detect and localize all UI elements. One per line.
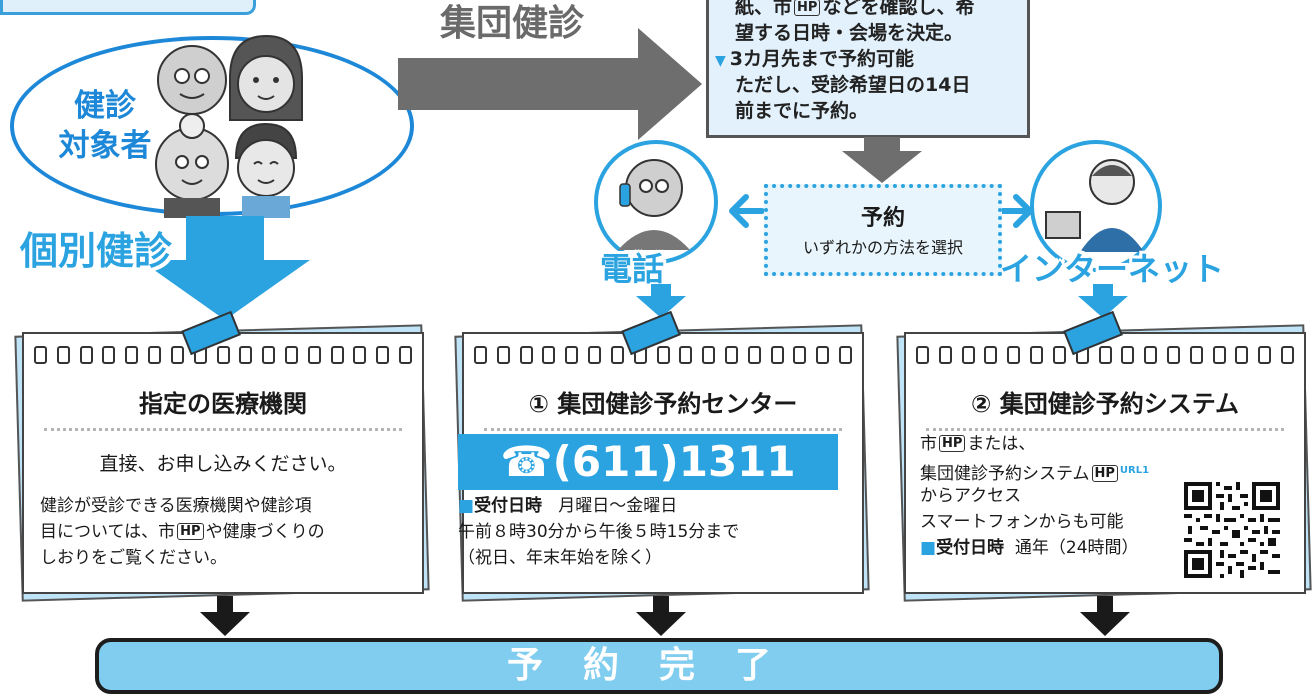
individual-exam-title: 個別健診 [20, 229, 173, 273]
info-line3: ▼3カ月先まで予約可能 [715, 48, 915, 70]
card1-title: 指定の医療機関 [139, 390, 307, 418]
down-arrow-icon [842, 137, 922, 183]
person-icon [234, 122, 298, 218]
card3-title: ② 集団健診予約システム [971, 390, 1239, 418]
phone-operator-icon [618, 159, 690, 250]
down-arrow-icon [1080, 596, 1130, 636]
internet-user-icon [1045, 159, 1144, 252]
right-arrow-icon [997, 194, 1033, 228]
card3-hours: ■受付日時 通年（24時間） [920, 538, 1139, 558]
url-tag[interactable]: URL1 [1119, 465, 1150, 476]
internet-title: インターネット [1000, 250, 1225, 288]
info-line4: ただし、受診希望日の14日 [735, 74, 971, 96]
triangle-marker-icon: ▼ [715, 53, 726, 69]
person-icon [157, 45, 227, 115]
card2-hours-time: 午前８時30分から午後５時15分まで [458, 522, 740, 542]
bullet-icon: ■ [458, 496, 475, 516]
group-exam-title: 集団健診 [440, 3, 585, 44]
bullet-icon: ■ [920, 538, 937, 558]
header-tab [0, 0, 256, 15]
individual-arrow [140, 216, 310, 320]
divider [926, 428, 1284, 431]
down-arrow-icon [636, 596, 686, 636]
hp-icon: HP [177, 523, 204, 540]
card2-hours: ■受付日時 月曜日～金曜日 [458, 496, 678, 516]
hp-icon[interactable]: HP [1091, 465, 1118, 482]
left-arrow-icon [729, 194, 765, 228]
card1-lead: 直接、お申し込みください。 [99, 453, 347, 475]
card1-line1: 健診が受診できる医療機関や健診項 [40, 496, 312, 516]
card3-line3: からアクセス [920, 486, 1022, 506]
info-line5: 前までに予約。 [735, 100, 869, 122]
card2-title: ① 集団健診予約センター [528, 390, 798, 418]
phone-title: 電話 [600, 250, 665, 288]
hp-icon: HP [794, 0, 821, 16]
card2-hours-note: （祝日、年末年始を除く） [458, 548, 662, 568]
ring-binder [906, 346, 1304, 364]
reserve-title: 予約 [860, 206, 905, 231]
phone-number[interactable]: ☎(611)1311 [458, 434, 838, 490]
ring-binder [24, 346, 422, 364]
reservation-complete-banner: 予約完了 [95, 638, 1223, 694]
group-exam-arrow [398, 28, 702, 140]
info-line2: 望する日時・会場を決定。 [735, 22, 964, 44]
down-arrow-icon [636, 284, 686, 318]
ring-binder [464, 346, 862, 364]
target-label-line1: 健診 [74, 88, 136, 124]
card-medical-institution: 指定の医療機関 直接、お申し込みください。 健診が受診できる医療機関や健診項 目… [22, 310, 424, 594]
person-icon [155, 113, 229, 218]
people-illustration [155, 34, 303, 218]
divider [484, 428, 842, 431]
card3-line4: スマートフォンからも可能 [920, 512, 1124, 532]
hp-icon[interactable]: HP [939, 435, 966, 452]
target-label-line2: 対象者 [58, 128, 152, 164]
down-arrow-icon [1078, 284, 1128, 318]
person-icon [229, 34, 303, 121]
reserve-box: 予約 いずれかの方法を選択 [764, 184, 1002, 276]
down-arrow-icon [200, 596, 250, 636]
reserve-subtitle: いずれかの方法を選択 [802, 238, 963, 257]
card1-line3: しおりをご覧ください。 [40, 548, 227, 568]
divider [44, 428, 402, 431]
card-reservation-center: ① 集団健診予約センター ☎(611)1311 ■受付日時 月曜日～金曜日 午前… [458, 310, 864, 594]
target-label: 健診 対象者 [40, 86, 170, 166]
qr-code-icon[interactable] [1184, 482, 1280, 578]
